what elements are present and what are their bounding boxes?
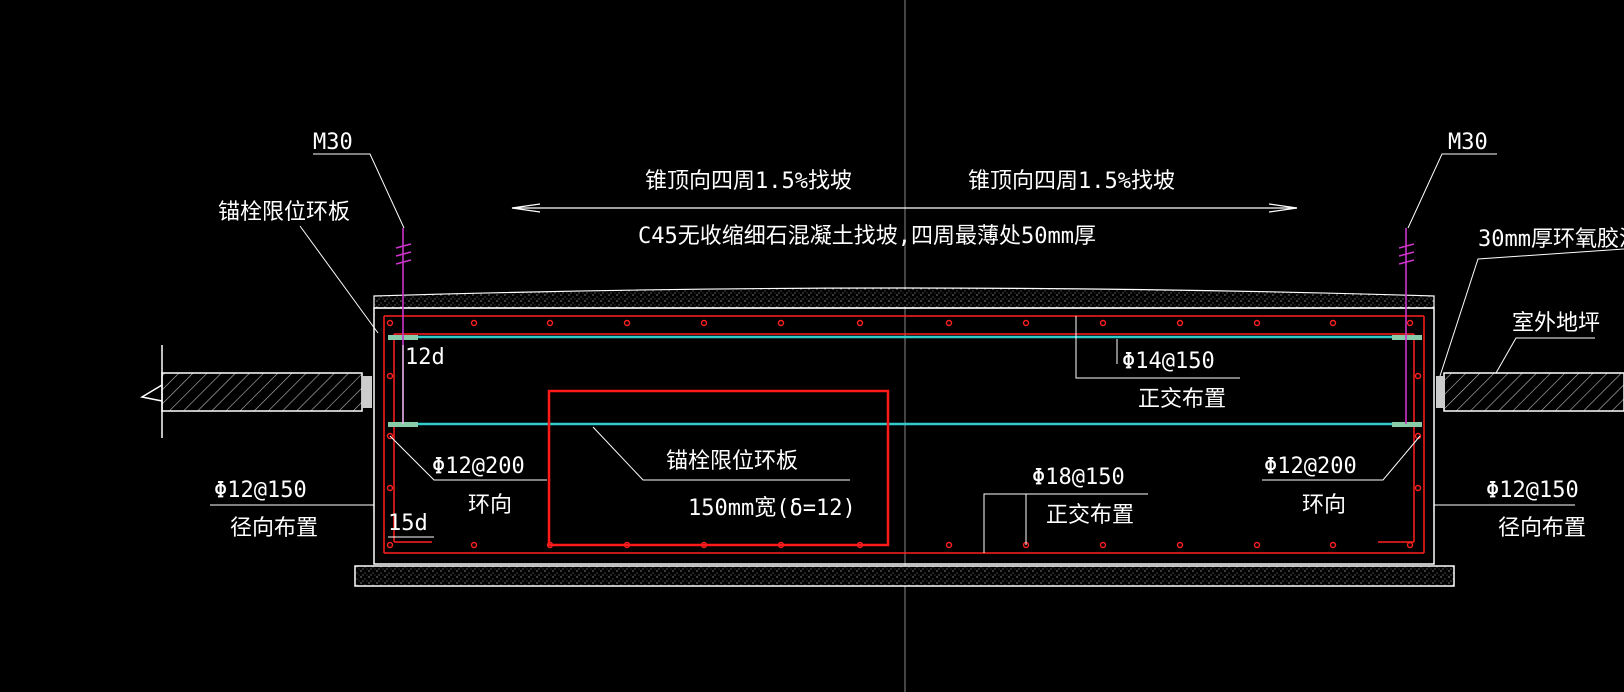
- label-rebar-top: Φ14@150: [1122, 349, 1215, 374]
- label-ring-left-note: 环向: [468, 493, 512, 518]
- label-anchor-plate-size: 150mm宽(δ=12): [688, 496, 856, 521]
- label-slope-left: 锥顶向四周1.5%找坡: [645, 169, 852, 194]
- rebar-dots: [386, 319, 1422, 549]
- label-rebar-radial-right: Φ12@150: [1486, 478, 1579, 503]
- anchor-bolt-right: [1398, 228, 1415, 424]
- label-rebar-bottom: Φ18@150: [1032, 465, 1125, 490]
- label-ring-right-note: 环向: [1302, 493, 1346, 518]
- label-radial-left-note: 径向布置: [230, 516, 318, 541]
- label-radial-right-note: 径向布置: [1498, 516, 1586, 541]
- label-concrete-note: C45无收缩细石混凝土找坡,四周最薄处50mm厚: [638, 224, 1096, 249]
- label-anchor-15d: 15d: [388, 511, 428, 536]
- anchor-plates: [388, 335, 1422, 426]
- slope-arrow: [511, 203, 1298, 213]
- label-m30-right: M30: [1448, 130, 1488, 155]
- label-slope-right: 锥顶向四周1.5%找坡: [968, 169, 1175, 194]
- label-rebar-ring-right: Φ12@200: [1264, 454, 1357, 479]
- rebar-cage: [383, 315, 1425, 554]
- anchor-plate-highlight-box: [547, 389, 890, 547]
- label-rebar-top-note: 正交布置: [1138, 387, 1226, 412]
- label-anchor-plate-left: 锚栓限位环板: [218, 200, 350, 225]
- label-outdoor-grade: 室外地坪: [1512, 311, 1600, 336]
- foundation-slab: [354, 287, 1455, 587]
- label-epoxy-note: 30mm厚环氧胶泥封: [1478, 227, 1624, 252]
- label-rebar-ring-left: Φ12@200: [432, 454, 525, 479]
- label-m30-left: M30: [313, 130, 353, 155]
- label-rebar-bottom-note: 正交布置: [1046, 503, 1134, 528]
- ground-right: [1436, 372, 1624, 412]
- label-rebar-radial-left: Φ12@150: [214, 478, 307, 503]
- leader-lines: [210, 153, 1624, 553]
- ground-left: [139, 345, 372, 438]
- label-anchor-plate-center: 锚栓限位环板: [666, 449, 798, 474]
- label-anchor-12d: 12d: [405, 345, 445, 370]
